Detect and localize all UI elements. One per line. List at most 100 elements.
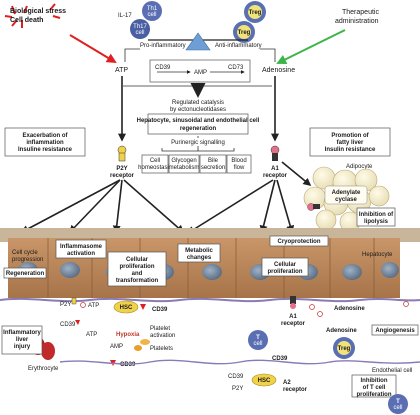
a1-label: A1 (271, 166, 279, 172)
a1-fan-arrows (186, 179, 295, 234)
svg-text:Adenylate: Adenylate (332, 190, 361, 196)
amp-label: AMP (194, 70, 207, 76)
cd39-enzyme-icon (140, 304, 146, 310)
svg-text:Promotion of: Promotion of (331, 133, 369, 139)
svg-text:Cellular: Cellular (274, 262, 297, 268)
cell-cycle-label: Cell cycle (12, 250, 38, 256)
cd39-tcell-label: CD39 (272, 356, 288, 362)
th1-cell: Th1 cell (142, 1, 162, 21)
treg-cell-lower: Treg (333, 337, 355, 359)
svg-text:cell: cell (393, 405, 402, 411)
purinergic-label: Purinergic signalling (171, 140, 225, 146)
svg-text:A1: A1 (289, 314, 297, 320)
regulated-label: Regulated catalysis (172, 100, 224, 106)
platelets-icon (134, 339, 150, 351)
svg-text:Exacerbation of: Exacerbation of (22, 133, 68, 139)
inflammasome-box (55, 239, 107, 259)
adipocyte-receptor-icon (307, 203, 320, 211)
endothelial-label: Endothelial cell (372, 368, 412, 374)
svg-text:HSC: HSC (258, 378, 271, 384)
hsc-cell-lower: HSC (251, 373, 277, 387)
svg-text:regeneration: regeneration (180, 126, 217, 132)
metabolic-box (177, 243, 221, 263)
anti-inflammatory-label: Anti-inflammatory (215, 43, 262, 49)
svg-text:proliferation: proliferation (267, 269, 302, 275)
cryoprotection-box (269, 235, 329, 247)
svg-text:lipolysis: lipolysis (364, 219, 389, 225)
svg-text:Th17: Th17 (133, 24, 147, 30)
atp-label: ATP (115, 67, 128, 74)
svg-text:receptor: receptor (283, 387, 308, 393)
platelet-label: Platelet (150, 326, 170, 332)
cd73-label: CD73 (228, 65, 244, 71)
inflammatory-injury-box (1, 325, 43, 355)
inhibition-tcell-box (351, 374, 397, 398)
svg-text:flow: flow (234, 165, 245, 171)
svg-text:cyclase: cyclase (335, 197, 357, 203)
svg-text:T: T (396, 399, 400, 405)
svg-text:cell: cell (135, 30, 144, 36)
therapeutic-arrow (276, 29, 346, 64)
p2y2-label: P2Y (60, 302, 71, 308)
enzyme-box (149, 59, 251, 83)
hepatocyte-label: Hepatocyte (362, 252, 393, 258)
svg-text:Angiogenesis: Angiogenesis (375, 328, 415, 334)
exacerbation-box (4, 127, 86, 157)
svg-text:Insulin resistance: Insulin resistance (325, 147, 376, 153)
svg-text:receptor: receptor (281, 321, 306, 327)
svg-text:Treg: Treg (338, 346, 351, 352)
svg-text:Insuline resistance: Insuline resistance (18, 147, 73, 153)
cell-proliferation-box (261, 257, 309, 277)
hepatocyte-layer (0, 228, 420, 298)
svg-text:and: and (132, 271, 143, 277)
svg-text:fatty liver: fatty liver (337, 140, 364, 146)
proliferation-transformation-box (107, 251, 167, 287)
cd39-hsc-lower-label: CD39 (228, 374, 244, 380)
adenosine-dots (309, 301, 409, 317)
adenosine-lower-label: Adenosine (334, 306, 365, 312)
treg-cell-bottom: Treg (233, 21, 255, 43)
p2y1-label: P2Y (232, 386, 243, 392)
regeneration-box-small (3, 267, 47, 279)
atp-small-label: ATP (88, 303, 99, 309)
th17-cell: Th17 cell (130, 19, 150, 39)
svg-text:activation: activation (150, 333, 175, 339)
svg-text:progression: progression (12, 257, 43, 263)
ectonucleotidases-label: by ectonucleotidases (170, 107, 226, 113)
a1-receptor-icon (270, 145, 280, 161)
function-boxes: Cell homeostasis Glycogen metabolism Bil… (138, 154, 252, 174)
treg-cell-top: Treg (244, 1, 266, 23)
a1-receptor-label: receptor (263, 173, 288, 179)
svg-text:Metabolic: Metabolic (185, 248, 213, 254)
p2y-label: P2Y (116, 166, 127, 172)
svg-text:metabolism: metabolism (169, 165, 200, 171)
regeneration-box (147, 113, 249, 135)
membrane-line (0, 297, 420, 303)
il17-label: IL-17 (118, 13, 132, 19)
a1-receptor-lower-icon (290, 296, 296, 309)
svg-text:secretion: secretion (201, 165, 225, 171)
erythrocyte-label: Erythrocyte (28, 366, 59, 372)
svg-text:Cell: Cell (150, 158, 160, 164)
svg-text:inflammation: inflammation (26, 140, 64, 146)
cd39-bottom-left-label: CD39 (120, 362, 136, 368)
svg-text:Treg: Treg (238, 30, 251, 36)
adenosine-treg-label: Adenosine (326, 328, 357, 334)
svg-text:Cellular: Cellular (126, 257, 149, 263)
atp-lower-label: ATP (86, 332, 97, 338)
sinusoid-line (59, 359, 420, 365)
svg-text:Bile: Bile (208, 158, 219, 164)
p2y-receptor-label: receptor (110, 173, 135, 179)
svg-text:Th1: Th1 (147, 6, 158, 12)
biological-stress-label: Biological stress (10, 8, 66, 15)
svg-text:Inflammasome: Inflammasome (60, 244, 103, 250)
svg-text:A2: A2 (283, 380, 291, 386)
svg-text:proliferation: proliferation (356, 392, 391, 398)
angiogenesis-box (371, 324, 419, 336)
platelets-label: Platelets (150, 346, 173, 352)
svg-text:transformation: transformation (116, 278, 159, 284)
t-cell-bottom: T cell (388, 394, 408, 414)
amp-lower-label: AMP (110, 344, 123, 350)
adipocyte-label: Adipocyte (346, 164, 373, 170)
